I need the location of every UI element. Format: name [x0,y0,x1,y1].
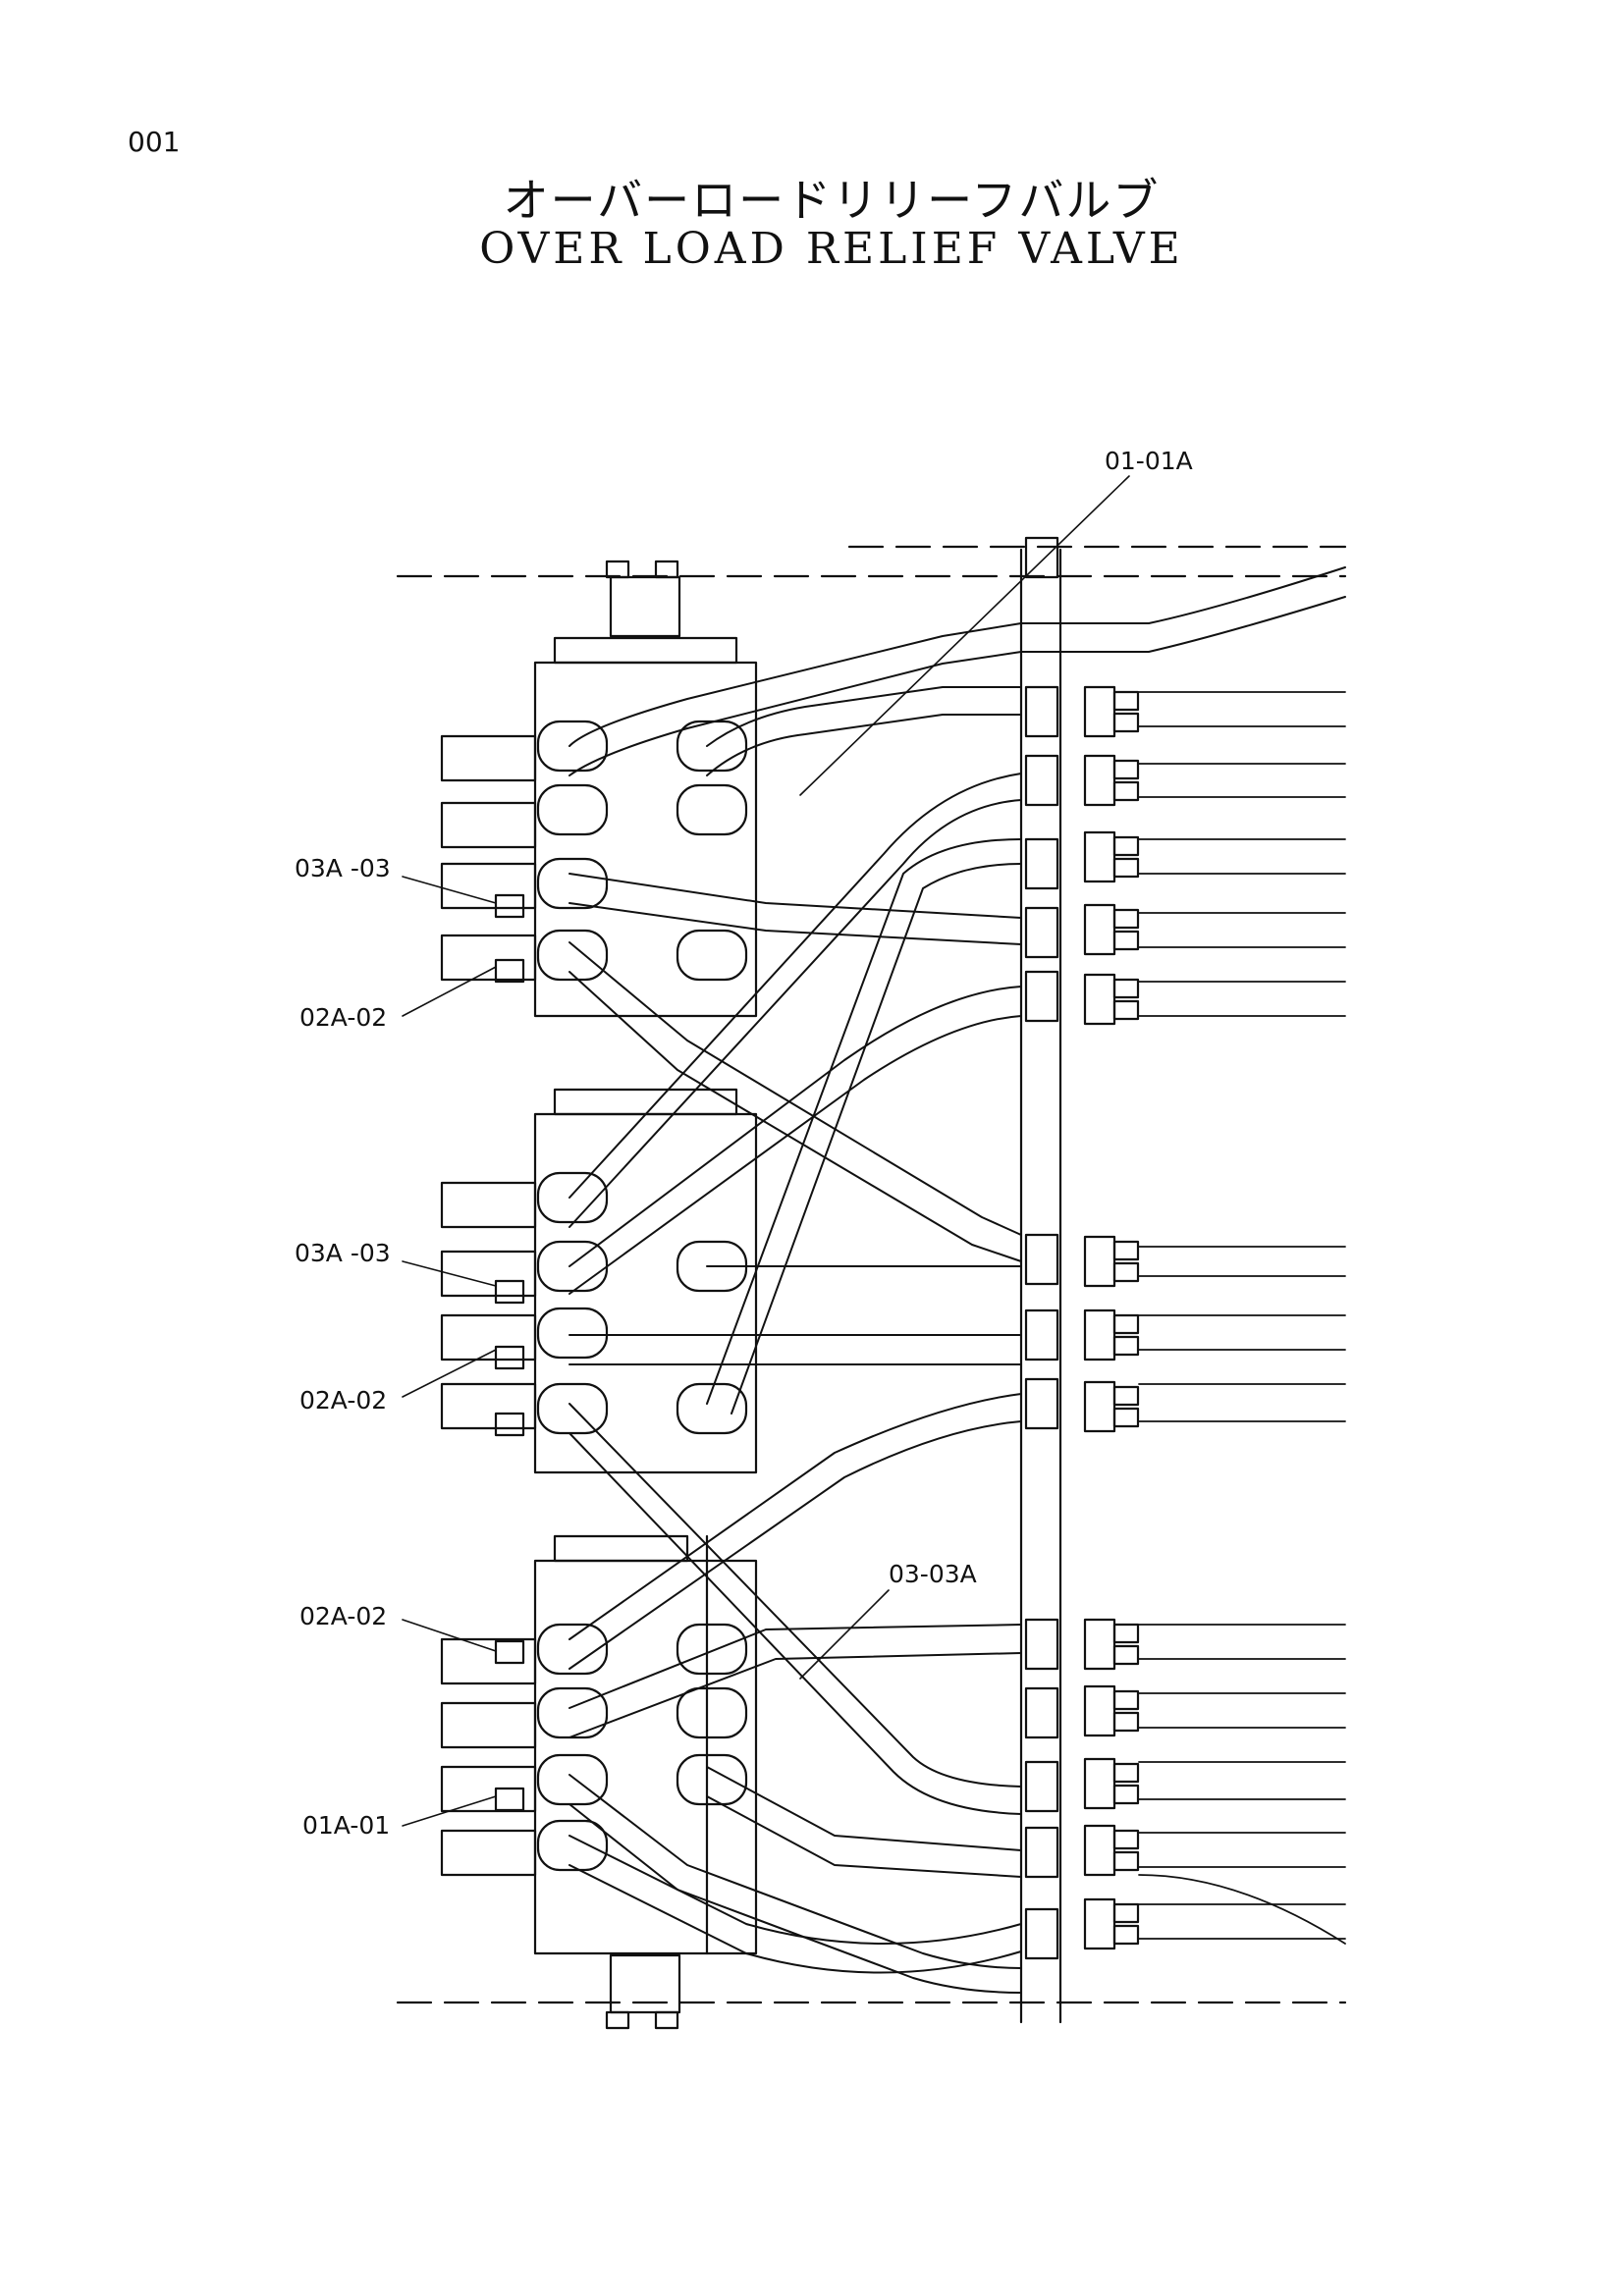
leader-lines [402,475,1130,1827]
callout-upper-left-1: 03A -03 [295,854,391,882]
left-nuts [494,893,525,1812]
manifold-clamps [1024,685,1059,1960]
manifold-bar [1019,536,1062,2024]
flange-plates [536,720,748,1872]
callout-lower-center: 03-03A [889,1560,977,1588]
manifold-fittings [1083,685,1140,1950]
outgoing-pipes [1138,691,1346,1945]
callout-top-right: 01-01A [1105,447,1193,475]
callout-middle-left-2: 02A-02 [299,1386,387,1415]
hoses [568,566,1346,1994]
callout-lower-left-1: 02A-02 [299,1602,387,1630]
callout-lower-left-2: 01A-01 [302,1811,390,1840]
page-number: 001 [128,126,181,158]
mounting-studs [605,560,681,2030]
left-valve-housings [440,734,537,1877]
title-japanese: オーバーロードリリーフバルブ [503,174,1161,227]
center-lines [396,545,1347,2004]
callout-upper-left-2: 02A-02 [299,1003,387,1032]
callout-middle-left-1: 03A -03 [295,1239,391,1267]
title-english: OVER LOAD RELIEF VALVE [479,224,1184,274]
